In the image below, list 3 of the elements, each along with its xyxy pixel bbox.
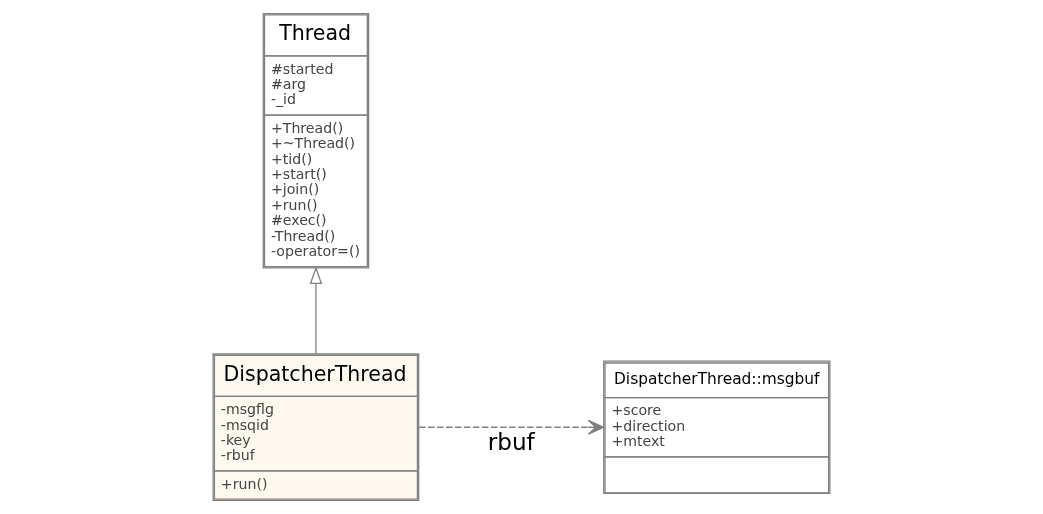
arrow <box>418 419 605 435</box>
arrow <box>309 266 323 355</box>
edge-label: rbuf <box>487 428 535 455</box>
